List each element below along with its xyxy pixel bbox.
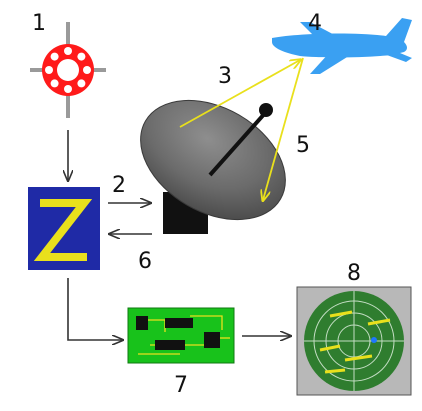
receiver: 7 <box>127 307 235 398</box>
label-7: 7 <box>174 373 188 398</box>
label-5: 5 <box>296 133 310 158</box>
label-1: 1 <box>32 11 46 36</box>
label-3: 3 <box>218 64 232 89</box>
target: 4 <box>272 11 412 74</box>
arrow-modulator-to-receiver <box>67 278 122 340</box>
airplane-icon <box>272 18 412 74</box>
label-6: 6 <box>138 249 152 274</box>
label-2: 2 <box>112 173 126 198</box>
satellite-dish-icon <box>140 99 286 234</box>
radar-screen-icon <box>296 286 412 396</box>
modulator <box>28 187 100 270</box>
transmitter: 1 <box>30 11 106 118</box>
label-4: 4 <box>308 11 322 36</box>
bearing-ring-icon <box>30 22 106 118</box>
beam-outgoing <box>179 60 300 128</box>
label-8: 8 <box>347 261 361 286</box>
display: 8 <box>296 261 412 396</box>
antenna <box>140 99 286 234</box>
beam-return <box>263 57 304 200</box>
circuit-board-icon <box>127 307 235 364</box>
